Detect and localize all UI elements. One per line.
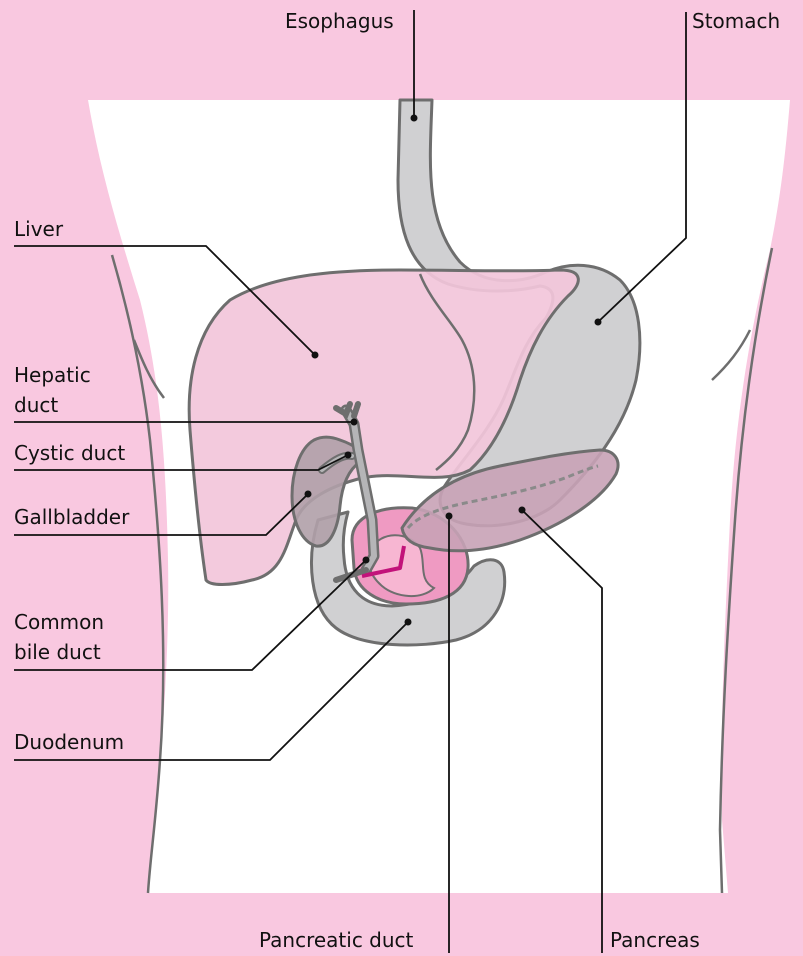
dot-liver <box>312 352 319 359</box>
dot-esophagus <box>411 115 418 122</box>
label-gallbladder: Gallbladder <box>14 502 129 533</box>
label-hepatic: Hepatic <box>14 360 91 391</box>
label-hepatic-duct-word: duct <box>14 390 58 421</box>
dot-pancreatic-duct <box>446 513 453 520</box>
dot-hepatic-duct <box>351 419 358 426</box>
label-esophagus: Esophagus <box>285 6 394 37</box>
label-bile-duct-word: bile duct <box>14 637 101 668</box>
label-stomach: Stomach <box>692 6 780 37</box>
dot-common-bile-duct <box>363 557 370 564</box>
dot-gallbladder <box>305 491 312 498</box>
dot-cystic-duct <box>345 452 352 459</box>
dot-duodenum <box>405 619 412 626</box>
label-cystic-duct: Cystic duct <box>14 438 125 469</box>
label-pancreas: Pancreas <box>610 925 700 956</box>
label-liver: Liver <box>14 214 63 245</box>
label-duodenum: Duodenum <box>14 727 124 758</box>
dot-stomach <box>595 319 602 326</box>
label-common: Common <box>14 607 104 638</box>
dot-pancreas <box>519 507 526 514</box>
label-pancreatic-duct: Pancreatic duct <box>259 925 413 956</box>
